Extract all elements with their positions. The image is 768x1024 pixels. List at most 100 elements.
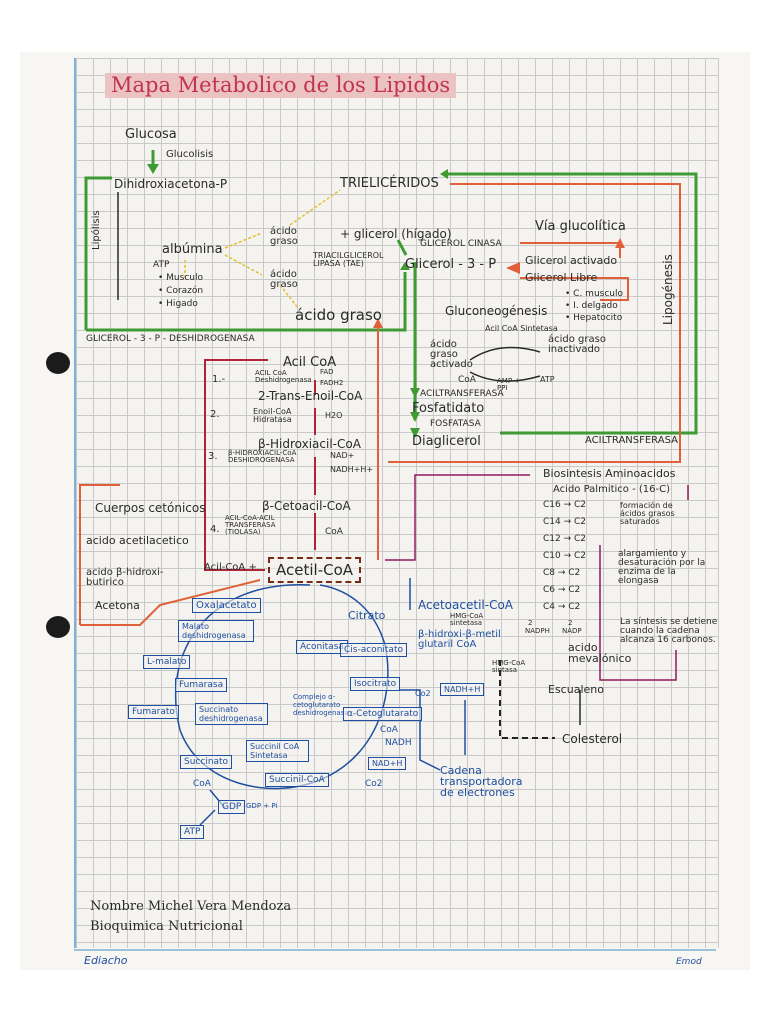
chain-step: C6 → C2 [543, 585, 581, 595]
hidroxibutirico-label: acido β-hidroxi-butirico [86, 567, 164, 588]
hmg-sintetasa-label: HMG-CoA sintetasa [450, 612, 484, 627]
oxalacetato-box: Oxalacetato [192, 598, 261, 613]
cis-aconitato-box: Cis-aconitato [340, 643, 407, 657]
chain-step: C4 → C2 [543, 602, 581, 612]
nadh-label: NADH+H+ [330, 465, 374, 474]
alargamiento-label: alargamiento y desaturación por la enzim… [618, 549, 706, 586]
enoil-hidratasa-label: Enoil-CoA Hidratasa [253, 407, 292, 424]
chain-step: C8 → C2 [543, 568, 581, 578]
stoich-label: 2 [528, 619, 533, 627]
acetoacetico-label: acido acetilacetico [86, 534, 189, 547]
cadena-label: Cadena transportadora de electrones [440, 764, 523, 799]
aciltransferasa-label: ACILTRANSFERASA [420, 389, 504, 399]
dihidroxiacetona-label: Dihidroxiacetona-P [114, 177, 228, 191]
coa-label: CoA [193, 779, 211, 789]
chain-step: C12 → C2 [543, 534, 587, 544]
nadp-label: NADP [562, 627, 582, 635]
page-title: Mapa Metabolico de los Lipidos [105, 73, 457, 98]
binder-hole [46, 352, 70, 374]
lipogenesis-label: Lipogénesis [661, 254, 675, 325]
acil-coa-deshidrogenasa-label: ACIL CoA Deshidrogenasa [255, 369, 312, 384]
fosfatasa-label: FOSFATASA [430, 419, 481, 429]
cetoglutarato-box: α-Cetoglutarato [343, 707, 423, 721]
acil-coa-sintetasa-label: Acil CoA Sintetasa [485, 324, 558, 333]
glicerol-cinasa-label: GLICEROL CINASA [420, 239, 502, 249]
grid-paper [74, 58, 719, 948]
fumarato-box: Fumarato [128, 705, 179, 719]
acetona-label: Acetona [95, 599, 140, 612]
glucolisis-label: Glucolisis [166, 149, 214, 160]
i-delgado-label: • I. delgado [565, 301, 618, 311]
co2-label: Co2 [415, 689, 431, 698]
diaglicerol-label: Diaglicerol [412, 434, 481, 449]
nadh-label: NADH [385, 738, 412, 748]
step-number: 3. [208, 451, 218, 462]
step-number: 2. [210, 409, 220, 420]
acido-graso-label: ácido graso [270, 269, 298, 290]
isocitrato-box: Isocitrato [350, 677, 401, 691]
glicerol-libre-label: Glicerol Libre [525, 271, 598, 284]
musculo-label: • Musculo [158, 273, 203, 283]
trans-enoil-label: 2-Trans-Enoil-CoA [258, 389, 363, 403]
sintesis-label: La síntesis se detiene cuando la cadena … [620, 617, 718, 645]
coa-label: CoA [325, 527, 343, 537]
higado-label: • Higado [158, 299, 198, 309]
chain-step: C16 → C2 [543, 500, 587, 510]
complejo-label: Complejo α-cetoglutarato deshidrogenasa [293, 693, 349, 717]
stoich-label: 2 [568, 619, 573, 627]
tiolasa-label: ACIL-CoA-ACIL TRANSFERASA (TIOLASA) [225, 514, 276, 536]
amp-ppi-label: AMP + PPI [497, 377, 521, 392]
hepatocito-label: • Hepatocito [565, 313, 623, 323]
fumarasa-box: Fumarasa [175, 678, 228, 692]
c-musculo-label: • C. musculo [565, 289, 623, 299]
via-glucolitica-label: Vía glucolítica [535, 219, 626, 234]
glicerol-higado-label: + glicerol (hígado) [340, 227, 452, 241]
chain-step: C14 → C2 [543, 517, 587, 527]
nadph-label: NADPH [525, 627, 550, 635]
gluconeogenesis-label: Gluconeogénesis [445, 304, 548, 318]
glicerol-activado-label: Glicerol activado [525, 254, 618, 267]
coa-label: CoA [458, 375, 476, 385]
nadh-h-box: NADH+H [440, 683, 485, 696]
chain-step: C10 → C2 [543, 551, 587, 561]
hidroxiacil-label: β-Hidroxiacil-CoA [258, 437, 361, 451]
nad-label: NAD+ [330, 451, 355, 460]
cuerpos-cetonicos-label: Cuerpos cetónicos [95, 501, 206, 515]
acido-graso-label: ácido graso [295, 306, 382, 324]
hmg-label: β-hidroxi-β-metil glutaril CoA [418, 629, 501, 650]
lipolisis-label: Lipólisis [91, 210, 102, 250]
l-malato-box: L-malato [143, 655, 191, 669]
acido-graso-label: ácido graso [270, 226, 298, 247]
co2-label: Co2 [365, 779, 383, 789]
cetoacil-label: β-Cetoacil-CoA [262, 499, 351, 513]
succinil-coa-box: Succinil-CoA [265, 773, 329, 787]
subject-label: Bioquimica Nutricional [90, 919, 243, 934]
acido-graso-activado-label: ácido graso activado [430, 339, 473, 370]
glicerol-3p-label: Glicerol - 3 - P [405, 257, 497, 272]
colesterol-label: Colesterol [562, 732, 623, 746]
acil-coa-label: Acil CoA [283, 355, 337, 370]
aciltransferasa-label: ACILTRANSFERASA [585, 435, 678, 446]
gdp-pi-label: GDP + Pi [246, 802, 278, 810]
biosintesis-title: Biosintesis Aminoacidos [543, 467, 676, 480]
glucosa-label: Glucosa [125, 127, 177, 142]
corazon-label: • Corazón [158, 286, 204, 296]
binder-hole [46, 616, 70, 638]
acetoacetil-label: Acetoacetil-CoA [418, 598, 513, 612]
atp-label: ATP [153, 260, 170, 270]
atp-label: ATP [540, 375, 555, 384]
acido-graso-inactivado-label: ácido graso inactivado [548, 334, 606, 355]
escualeno-label: Escualeno [548, 683, 604, 696]
gdp-box: GDP [218, 800, 246, 814]
nad-h-box: NAD+H [368, 757, 407, 770]
author-name: Nombre Michel Vera Mendoza [90, 899, 292, 914]
succinil-sintetasa-box: Succinil CoA Sintetasa [246, 740, 309, 762]
mevalonico-label: acido mevalónico [568, 641, 632, 665]
hmg-sintasa-label: HMG-CoA sintasa [492, 659, 526, 674]
citrato-label: Citrato [348, 609, 386, 622]
acil-coa-plus-label: Acil-CoA + [204, 562, 257, 573]
brand-logo-right: Emod [676, 957, 702, 967]
lipasa-label: TRIACILGLICEROL LIPASA (TAE) [313, 251, 384, 268]
albumina-label: albúmina [162, 242, 223, 257]
